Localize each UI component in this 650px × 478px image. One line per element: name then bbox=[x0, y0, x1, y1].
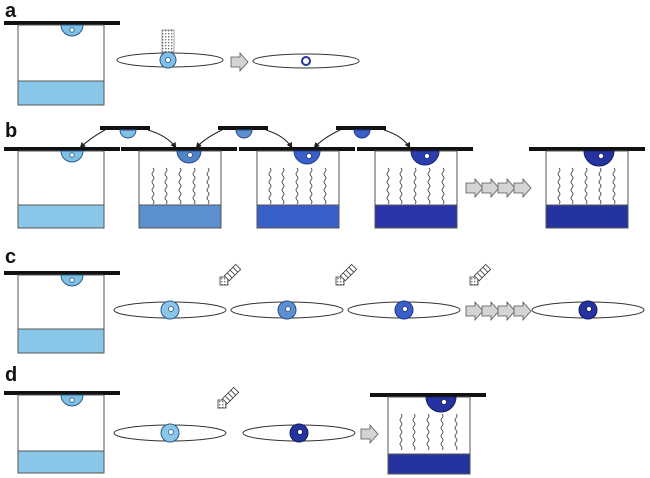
slide-c4 bbox=[531, 300, 645, 320]
well-b5 bbox=[529, 147, 645, 229]
cover-slip-b1 bbox=[79, 126, 177, 149]
slide-a1 bbox=[116, 29, 224, 69]
slide-d1 bbox=[113, 423, 227, 443]
panel-d bbox=[4, 386, 486, 475]
probe-tool-d1 bbox=[217, 386, 240, 409]
process-arrow-d bbox=[360, 424, 379, 444]
process-arrows-c bbox=[465, 301, 532, 321]
slide-c1 bbox=[113, 300, 227, 320]
panel-label-b: b bbox=[5, 120, 17, 142]
panel-label-a: a bbox=[5, 0, 17, 22]
panel-label-c: c bbox=[5, 246, 16, 268]
process-arrows-b bbox=[465, 178, 532, 198]
well-b1 bbox=[4, 147, 120, 229]
slide-a2 bbox=[252, 53, 360, 69]
well-c1 bbox=[4, 271, 120, 354]
well-d2 bbox=[370, 393, 486, 475]
well-b2 bbox=[121, 147, 237, 229]
probe-tool-c3 bbox=[469, 263, 492, 286]
probe-tool-c1 bbox=[219, 263, 242, 286]
probe-tool-c2 bbox=[335, 263, 358, 286]
process-arrow-a bbox=[230, 52, 249, 72]
slide-d2 bbox=[242, 423, 356, 443]
well-d1 bbox=[4, 391, 120, 474]
well-b3 bbox=[239, 147, 355, 229]
slide-c3 bbox=[347, 300, 461, 320]
panel-c bbox=[4, 263, 645, 354]
slide-c2 bbox=[230, 300, 344, 320]
panel-a bbox=[4, 21, 360, 106]
panel-label-d: d bbox=[5, 364, 17, 386]
cover-slip-b3 bbox=[313, 126, 411, 149]
panel-b bbox=[4, 126, 645, 229]
well-b4 bbox=[357, 147, 473, 229]
well-a1 bbox=[4, 21, 120, 106]
cover-slip-b2 bbox=[195, 126, 293, 149]
